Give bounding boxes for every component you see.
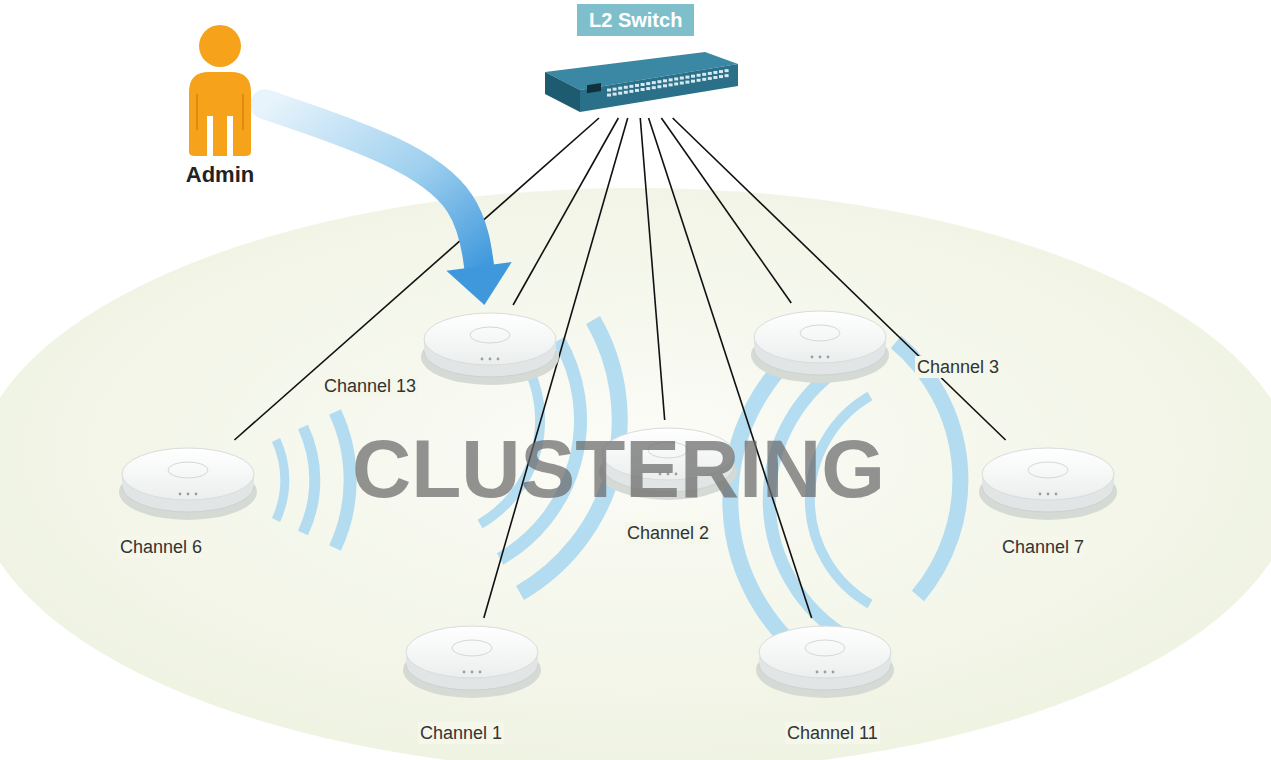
switch-icon <box>535 50 740 118</box>
arrow-body <box>265 104 480 272</box>
channel-label: Channel 3 <box>915 356 1001 378</box>
access-point-icon <box>420 305 560 387</box>
cluster-ground <box>0 188 1271 760</box>
access-point: Channel 13 <box>420 305 560 387</box>
admin-user: Admin <box>175 20 265 158</box>
access-point: Channel 3 <box>750 303 890 385</box>
switch-label: L2 Switch <box>577 4 694 36</box>
cable-line <box>661 118 791 303</box>
cable-line <box>673 118 1006 440</box>
channel-label: Channel 11 <box>785 722 880 744</box>
channel-label: Channel 6 <box>118 536 204 558</box>
channel-label: Channel 13 <box>322 375 418 397</box>
uplink-cable <box>640 118 664 420</box>
access-point: Channel 11 <box>755 618 895 700</box>
uplink-cable <box>673 118 1006 440</box>
access-point-icon <box>118 440 258 522</box>
admin-arrow <box>265 104 512 305</box>
access-point: Channel 1 <box>402 618 542 700</box>
cable-line <box>640 118 664 420</box>
admin-person-icon <box>175 20 265 158</box>
wifi-waves <box>276 320 960 673</box>
uplink-cable <box>513 118 618 305</box>
cable-line <box>513 118 618 305</box>
channel-label: Channel 1 <box>418 722 504 744</box>
arrow-head <box>446 262 511 305</box>
access-point-icon <box>402 618 542 700</box>
channel-label: Channel 2 <box>625 522 711 544</box>
access-point-icon <box>978 440 1118 522</box>
l2-switch: L2 Switch <box>535 50 740 118</box>
uplink-cable <box>661 118 791 303</box>
access-point-icon <box>750 303 890 385</box>
access-point-icon <box>755 618 895 700</box>
access-point: Channel 7 <box>978 440 1118 522</box>
admin-label: Admin <box>175 162 265 188</box>
access-point: Channel 6 <box>118 440 258 522</box>
watermark: CLUSTERING <box>352 428 885 510</box>
channel-label: Channel 7 <box>1000 536 1086 558</box>
